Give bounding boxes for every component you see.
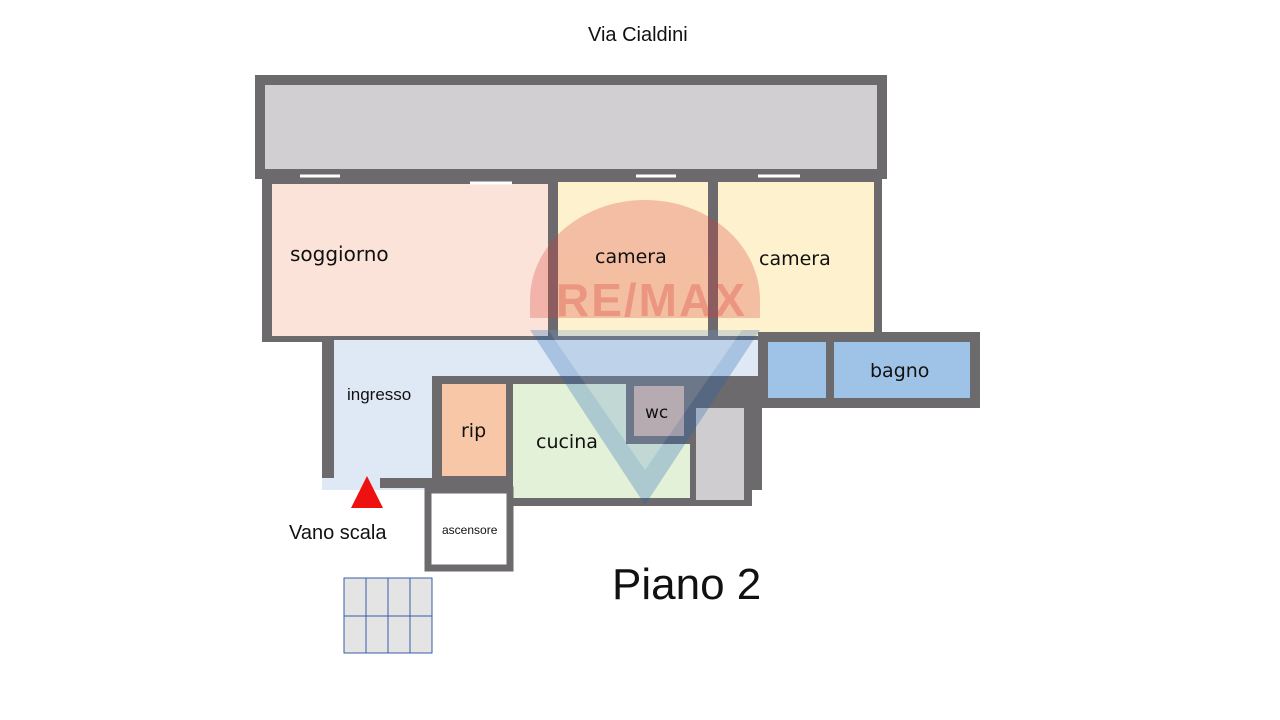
terrace — [255, 75, 887, 179]
watermark-text: RE/MAX — [556, 274, 747, 326]
camera-1-room — [558, 182, 708, 336]
bagno-anteroom — [768, 342, 826, 398]
bagno-room — [834, 342, 970, 398]
entrance-wall — [380, 478, 512, 488]
service-space-inner — [696, 408, 744, 500]
stairwell-label: Vano scala — [289, 522, 387, 544]
ascensore-shaft — [424, 486, 514, 572]
soggiorno-room — [272, 184, 548, 336]
room-label-cucina: cucina — [536, 431, 598, 453]
room-label-camera-2: camera — [759, 248, 831, 270]
remax-watermark-icon — [530, 200, 760, 505]
wc-room — [634, 386, 684, 436]
room-label-soggiorno: soggiorno — [290, 242, 389, 266]
entrance-marker-icon — [351, 476, 383, 508]
camera-2-room — [718, 182, 874, 336]
ingresso-room — [334, 340, 432, 478]
rip-room — [442, 384, 506, 476]
room-label-ingresso: ingresso — [347, 385, 412, 404]
room-label-ascensore: ascensore — [442, 523, 498, 537]
room-label-camera-1: camera — [595, 246, 667, 268]
room-label-bagno: bagno — [870, 360, 930, 382]
street-label: Via Cialdini — [588, 24, 688, 46]
room-label-rip: rip — [461, 420, 487, 442]
room-label-wc: wc — [645, 403, 669, 423]
floor-label: Piano 2 — [612, 560, 762, 609]
stairs-icon — [343, 577, 433, 654]
cucina-wall — [508, 498, 696, 506]
